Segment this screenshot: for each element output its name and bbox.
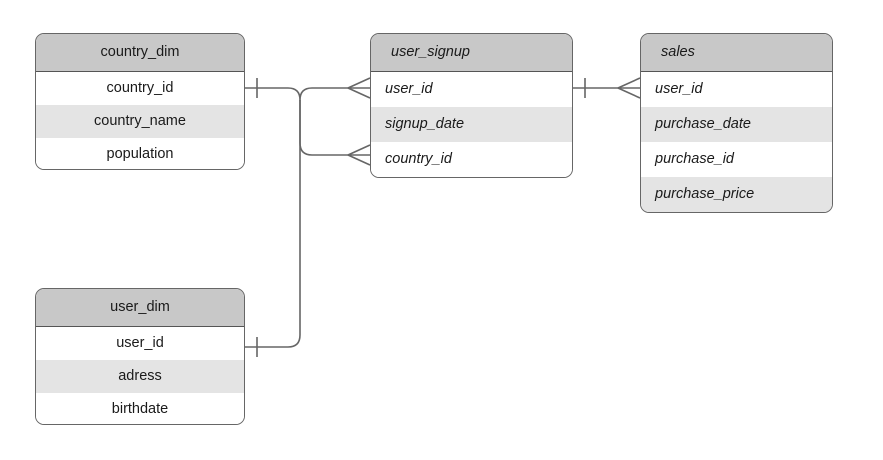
- field-user_dim-adress[interactable]: adress: [36, 360, 244, 393]
- field-country_dim-country_name[interactable]: country_name: [36, 105, 244, 138]
- cardinality-many-user_signup-user_id: [347, 77, 371, 99]
- field-user_signup-user_id[interactable]: user_id: [371, 72, 572, 107]
- entity-header-sales: sales: [641, 34, 832, 72]
- cardinality-many-sales-user_id: [617, 77, 641, 99]
- entity-header-user_signup: user_signup: [371, 34, 572, 72]
- field-sales-purchase_date[interactable]: purchase_date: [641, 107, 832, 142]
- field-sales-purchase_id[interactable]: purchase_id: [641, 142, 832, 177]
- field-user_dim-birthdate[interactable]: birthdate: [36, 393, 244, 424]
- field-country_dim-population[interactable]: population: [36, 138, 244, 169]
- cardinality-many-user_signup-country_id: [347, 144, 371, 166]
- field-user_signup-signup_date[interactable]: signup_date: [371, 107, 572, 142]
- entity-header-country_dim: country_dim: [36, 34, 244, 72]
- link-trunk-down-to-user_dim: [245, 100, 301, 348]
- field-sales-user_id[interactable]: user_id: [641, 72, 832, 107]
- field-sales-purchase_price[interactable]: purchase_price: [641, 177, 832, 212]
- field-country_dim-country_id[interactable]: country_id: [36, 72, 244, 105]
- link-country_dim-user_signup: [245, 87, 348, 101]
- link-trunk-vertical: [299, 100, 348, 156]
- field-user_signup-country_id[interactable]: country_id: [371, 142, 572, 177]
- entity-header-user_dim: user_dim: [36, 289, 244, 327]
- field-user_dim-user_id[interactable]: user_id: [36, 327, 244, 360]
